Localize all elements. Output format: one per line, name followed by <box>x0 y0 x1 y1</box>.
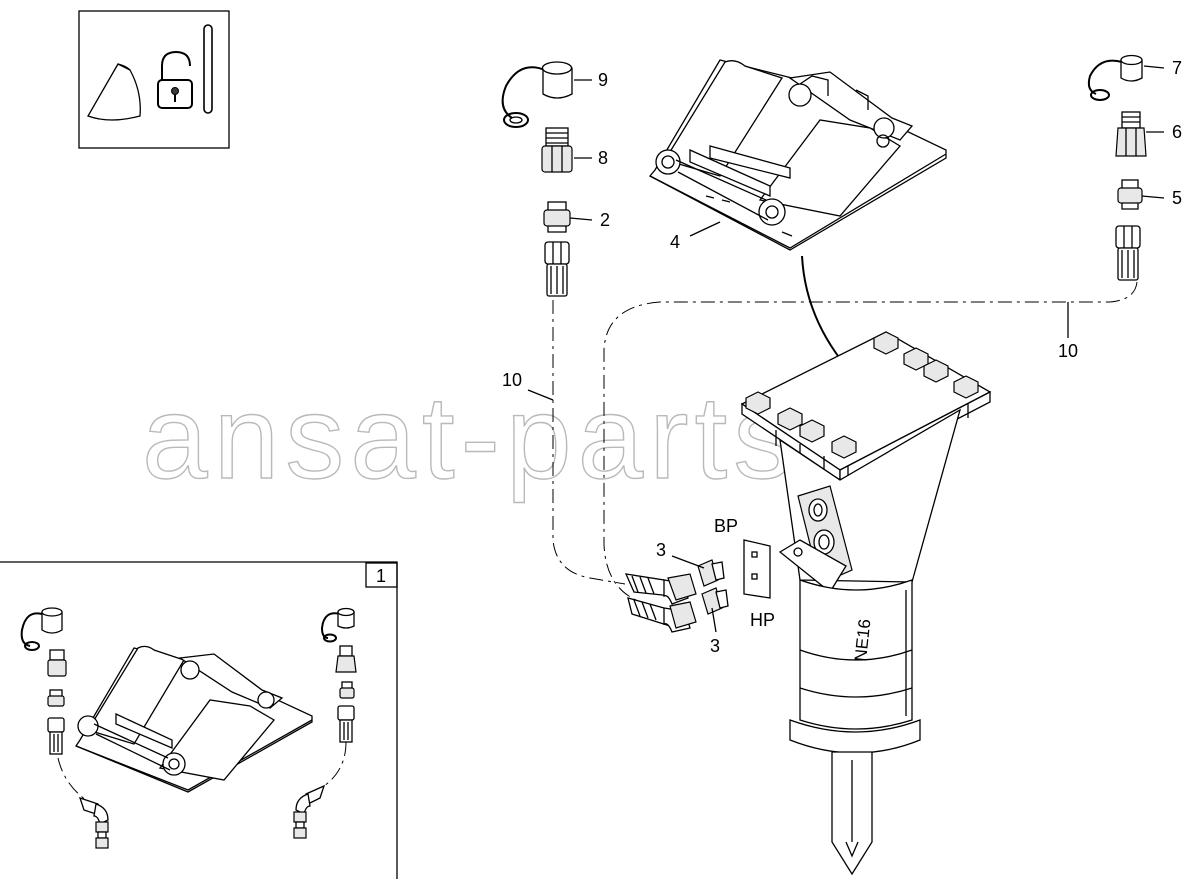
hose-end-left <box>544 241 570 297</box>
hose-routes <box>57 281 1138 801</box>
callouts: 9 8 2 4 7 6 5 10 10 3 3 1 <box>376 58 1182 656</box>
callout-3-upper: 3 <box>656 540 666 560</box>
model-label: NE16 <box>851 618 874 662</box>
callout-3-lower: 3 <box>710 636 720 656</box>
left-fitting-stack <box>501 61 573 297</box>
bucket-icon <box>87 63 141 121</box>
callout-10-right: 10 <box>1058 341 1078 361</box>
symbol-legend-box <box>78 10 230 149</box>
callout-8: 8 <box>598 148 608 168</box>
adapter-2 <box>543 201 571 233</box>
dust-cap-9 <box>501 61 573 128</box>
adapter-5 <box>1117 179 1143 210</box>
inset-elbow-left <box>78 796 109 849</box>
coupling-6 <box>1115 111 1147 157</box>
inset-elbow-right <box>293 784 326 839</box>
inset-bracket <box>75 645 313 793</box>
rod-icon <box>203 24 213 114</box>
hose-end-right <box>1115 225 1141 281</box>
coupling-8 <box>541 127 573 173</box>
elbow-fittings <box>624 539 771 633</box>
port-label-bp: BP <box>714 516 738 536</box>
callout-4: 4 <box>670 232 680 252</box>
port-label-hp: HP <box>750 610 775 630</box>
callout-2: 2 <box>600 210 610 230</box>
mounting-bracket-4 <box>648 59 947 251</box>
adapter-3-upper <box>697 559 725 587</box>
callout-10-left: 10 <box>502 370 522 390</box>
hydraulic-breaker <box>740 331 992 876</box>
breaker-bolts <box>745 331 979 488</box>
elbow-lower <box>627 597 697 633</box>
callout-6: 6 <box>1172 122 1182 142</box>
callout-9: 9 <box>598 70 608 90</box>
inset-left-stack <box>20 607 67 755</box>
right-fitting-stack <box>1087 54 1147 281</box>
callout-1: 1 <box>376 566 386 586</box>
adapter-3-lower <box>701 587 729 615</box>
inset-right-stack <box>320 607 357 743</box>
callout-7: 7 <box>1172 58 1182 78</box>
leader-lines <box>527 65 1165 633</box>
port-plate <box>743 539 771 599</box>
inset-panel-1 <box>0 561 398 879</box>
callout-5: 5 <box>1172 188 1182 208</box>
elbow-upper <box>624 573 697 605</box>
open-padlock-icon <box>157 50 193 109</box>
dust-cap-7 <box>1087 54 1143 101</box>
